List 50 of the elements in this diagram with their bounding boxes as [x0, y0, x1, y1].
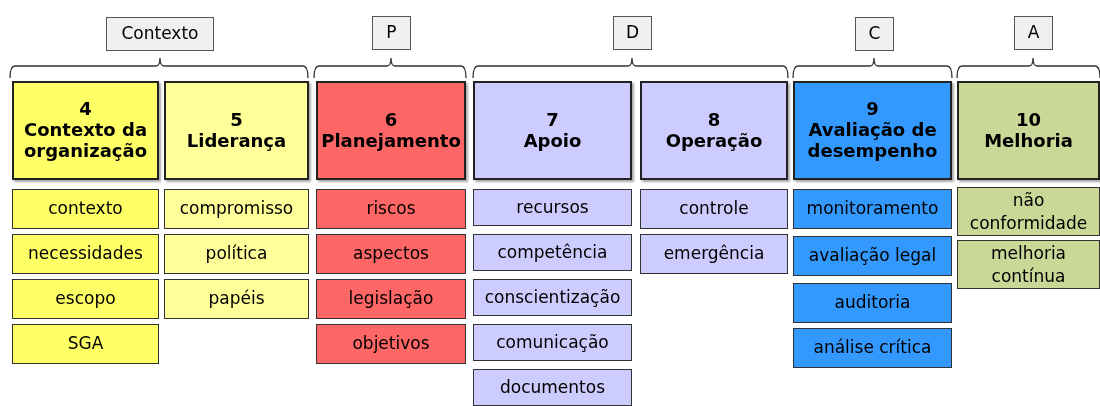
topic-box: conscientização — [473, 279, 632, 316]
topic-box: análise crítica — [793, 328, 952, 368]
topic-box: necessidades — [12, 234, 159, 274]
topic-box: legislação — [316, 279, 466, 319]
clause-title: Operação — [665, 130, 763, 152]
phase-label: A — [1014, 16, 1053, 50]
clause-header-box — [164, 81, 309, 180]
clause-title: Avaliação de desempenho — [806, 120, 939, 162]
topic-box: recursos — [473, 189, 632, 226]
topic-box: papéis — [164, 279, 309, 319]
topic-box: contexto — [12, 189, 159, 229]
clause-number: 7 — [546, 109, 559, 131]
phase-label: P — [372, 16, 411, 50]
clause-title: Liderança — [186, 130, 287, 152]
clause-header-box — [957, 81, 1100, 180]
clause-number: 10 — [1015, 109, 1042, 131]
clause-number: 8 — [707, 109, 721, 131]
topic-box: escopo — [12, 279, 159, 319]
topic-box: melhoria contínua — [957, 240, 1100, 289]
topic-box: comunicação — [473, 324, 632, 361]
clause-title: Planejamento — [321, 130, 461, 152]
topic-box: controle — [640, 189, 788, 229]
phase-label: C — [855, 17, 894, 51]
clause-number: 6 — [384, 109, 398, 131]
topic-box: aspectos — [316, 234, 466, 274]
clause-title: Apoio — [523, 130, 582, 152]
topic-box: não conformidade — [957, 187, 1100, 236]
clause-title: Contexto da organização — [22, 120, 149, 162]
topic-box: monitoramento — [793, 189, 952, 229]
topic-box: competência — [473, 234, 632, 271]
phase-label: D — [613, 16, 652, 50]
topic-box: compromisso — [164, 189, 309, 229]
phase-label: Contexto — [106, 17, 214, 51]
clause-title: Melhoria — [984, 130, 1073, 152]
clause-header-box — [473, 81, 632, 180]
topic-box: política — [164, 234, 309, 274]
clause-header-box — [12, 81, 159, 180]
clause-number: 5 — [230, 109, 243, 131]
topic-box: auditoria — [793, 283, 952, 323]
clause-number: 9 — [866, 99, 879, 121]
clause-header-box — [316, 81, 466, 180]
topic-box: emergência — [640, 234, 788, 274]
topic-box: riscos — [316, 189, 466, 229]
clause-header-box — [640, 81, 788, 180]
clause-number: 4 — [79, 99, 92, 121]
topic-box: documentos — [473, 369, 632, 406]
topic-box: avaliação legal — [793, 236, 952, 276]
clause-header-box — [793, 81, 952, 180]
topic-box: SGA — [12, 324, 159, 364]
topic-box: objetivos — [316, 324, 466, 364]
